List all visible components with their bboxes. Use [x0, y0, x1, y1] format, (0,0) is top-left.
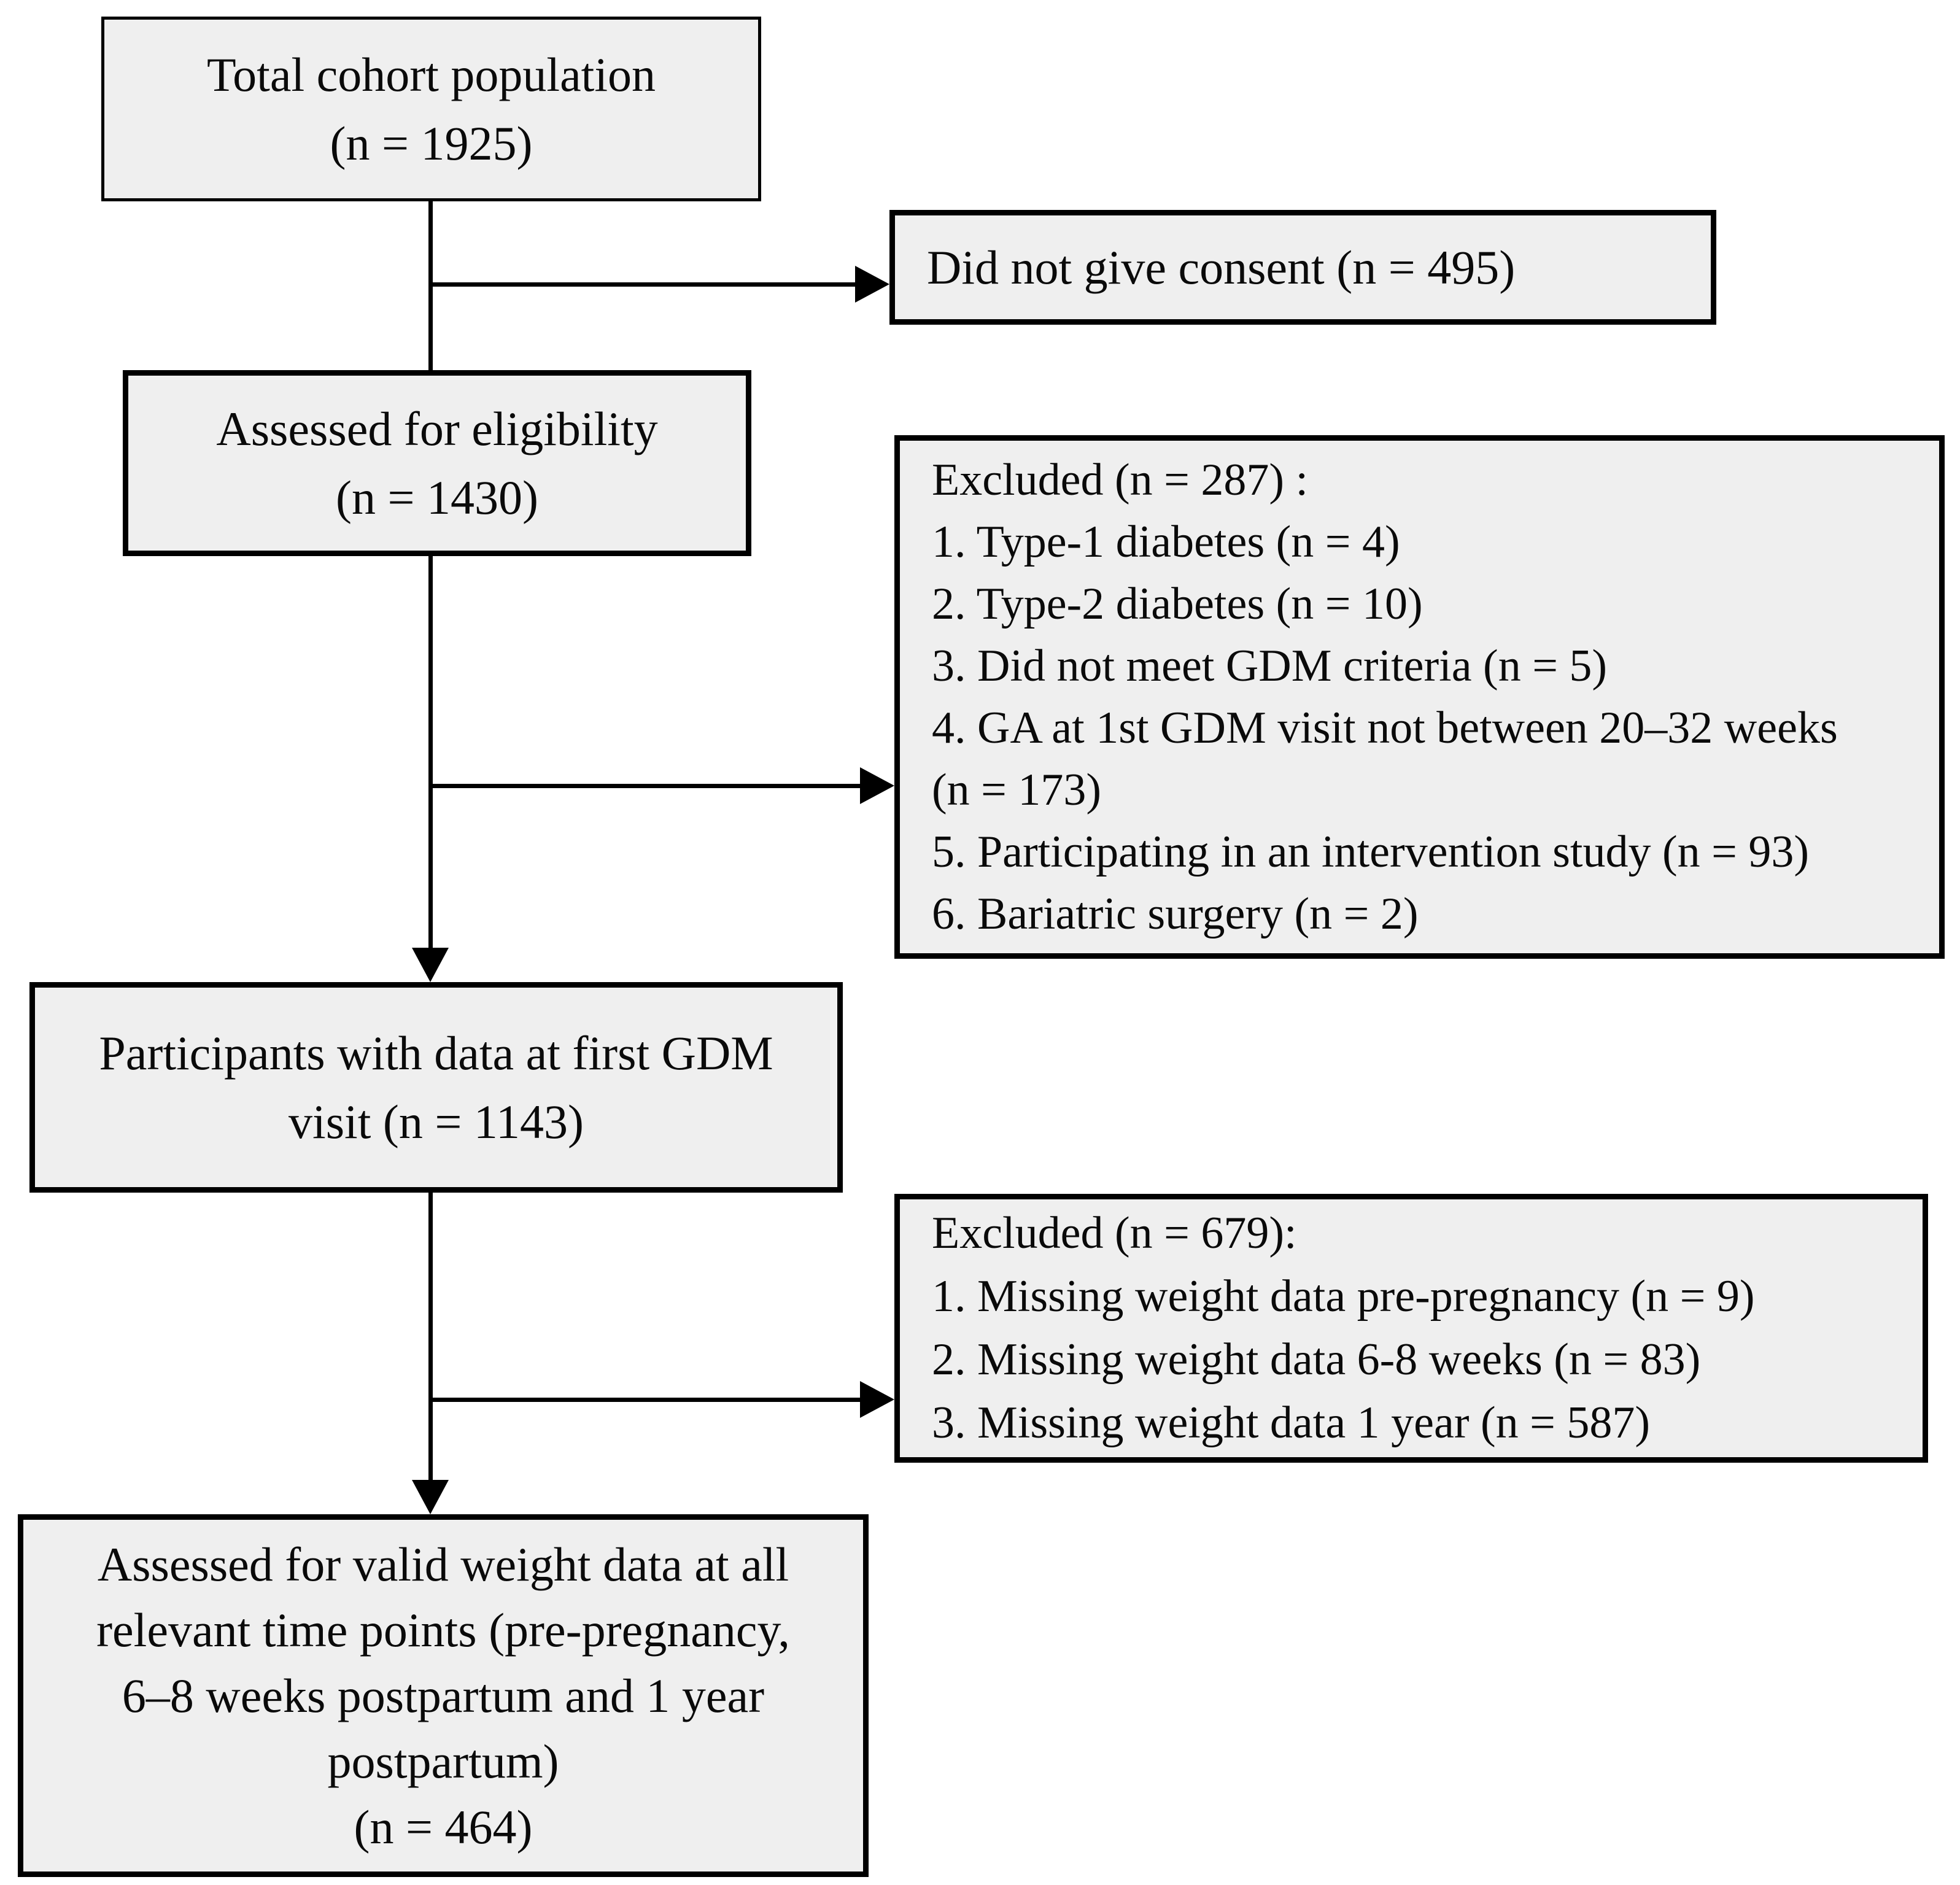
box-participants-first-gdm-visit: Participants with data at first GDM visi…: [29, 982, 843, 1193]
box-line: 2. Missing weight data 6-8 weeks (n = 83…: [932, 1334, 1701, 1385]
arrow-head-right-icon: [860, 767, 894, 804]
box-line: 1. Missing weight data pre-pregnancy (n …: [932, 1271, 1755, 1322]
box-line: (n = 173): [932, 764, 1102, 815]
box-line: 6. Bariatric surgery (n = 2): [932, 888, 1419, 939]
box-line: Assessed for eligibility: [216, 401, 658, 455]
box-line: 5. Participating in an intervention stud…: [932, 826, 1809, 877]
connector-branch-consent: [430, 282, 856, 287]
box-line: postpartum): [327, 1735, 559, 1788]
box-line: 3. Missing weight data 1 year (n = 587): [932, 1398, 1651, 1448]
box-assessed-valid-weight-data: Assessed for valid weight data at all re…: [18, 1514, 869, 1877]
box-line: 6–8 weeks postpartum and 1 year: [122, 1669, 765, 1722]
box-line: Excluded (n = 679):: [932, 1208, 1297, 1258]
connector-eligibility-to-participants: [428, 555, 433, 950]
box-line: (n = 464): [354, 1800, 533, 1854]
arrow-head-right-icon: [855, 266, 889, 303]
connector-participants-to-final: [428, 1192, 433, 1482]
box-line: visit (n = 1143): [289, 1094, 584, 1148]
box-line: Did not give consent (n = 495): [927, 240, 1516, 294]
box-line: Assessed for valid weight data at all: [97, 1538, 789, 1591]
box-line: 4. GA at 1st GDM visit not between 20–32…: [932, 702, 1838, 753]
arrow-head-down-icon: [412, 1480, 449, 1514]
box-line: Excluded (n = 287) :: [932, 454, 1309, 505]
connector-branch-excluded1: [430, 784, 861, 788]
box-line: Participants with data at first GDM: [99, 1026, 773, 1080]
box-assessed-eligibility: Assessed for eligibility (n = 1430): [123, 370, 751, 556]
box-line: 3. Did not meet GDM criteria (n = 5): [932, 640, 1608, 691]
box-total-cohort: Total cohort population (n = 1925): [101, 17, 761, 201]
box-line: (n = 1430): [336, 470, 538, 524]
box-line: relevant time points (pre-pregnancy,: [96, 1603, 790, 1657]
box-line: Total cohort population: [206, 47, 656, 101]
arrow-head-right-icon: [860, 1381, 894, 1418]
box-line: 2. Type-2 diabetes (n = 10): [932, 578, 1423, 629]
box-excluded-287: Excluded (n = 287) : 1. Type-1 diabetes …: [894, 435, 1945, 959]
box-line: 1. Type-1 diabetes (n = 4): [932, 516, 1400, 567]
arrow-head-down-icon: [412, 948, 449, 982]
box-excluded-679: Excluded (n = 679): 1. Missing weight da…: [894, 1194, 1928, 1463]
connector-branch-excluded2: [430, 1398, 861, 1402]
box-did-not-consent: Did not give consent (n = 495): [889, 210, 1716, 325]
box-line: (n = 1925): [330, 116, 533, 170]
